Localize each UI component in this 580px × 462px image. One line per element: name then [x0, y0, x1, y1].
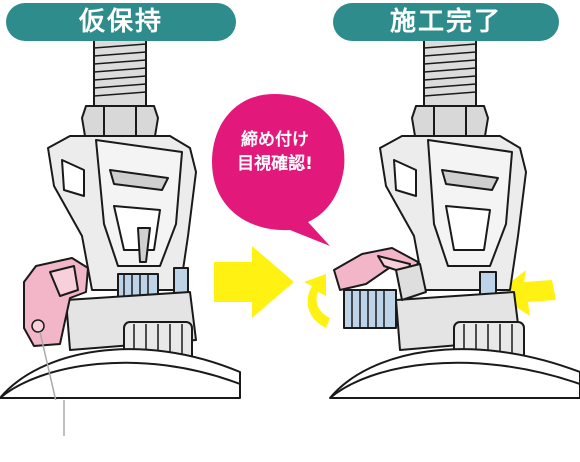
label-temporary-hold: 仮保持	[6, 3, 236, 41]
push-arrow-icon	[496, 270, 556, 316]
bubble-text: 締め付け 目視確認!	[222, 128, 328, 176]
bubble-line-2: 目視確認!	[237, 154, 313, 174]
speech-bubble	[212, 94, 345, 246]
bubble-line-1: 締め付け	[241, 130, 309, 150]
label-installation-complete: 施工完了	[333, 3, 559, 41]
fixture-complete	[329, 39, 580, 399]
fixture-temporary	[0, 39, 241, 399]
rotate-arrow-icon	[304, 274, 330, 328]
arrow-right-icon	[214, 246, 294, 318]
